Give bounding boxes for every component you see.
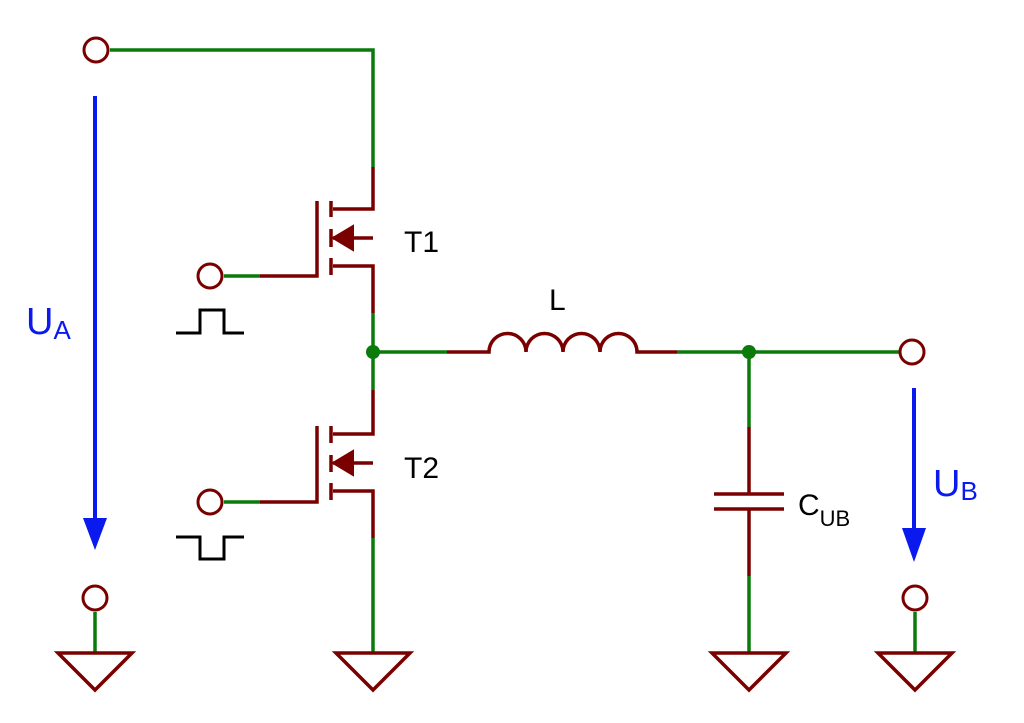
- label-ub: UB: [933, 463, 978, 506]
- voltage-arrow-ua: [83, 96, 107, 550]
- terminal-gate-t2: [196, 488, 224, 516]
- wire-input-top: [110, 48, 375, 167]
- label-inductor: L: [549, 284, 566, 317]
- inductor-l: [447, 331, 677, 354]
- capacitor-cub: [714, 427, 784, 576]
- label-ua-sub: A: [53, 315, 71, 345]
- junction-switch-node: [366, 345, 380, 359]
- ground-icon-ua: [53, 651, 137, 693]
- mosfet-t1: [260, 167, 375, 313]
- label-ub-sub: B: [960, 476, 977, 506]
- pulse-icon-t1: [176, 308, 244, 335]
- label-ua-main: U: [26, 301, 53, 343]
- label-t2: T2: [404, 452, 439, 485]
- label-ub-main: U: [933, 463, 960, 505]
- ground-icon-switch: [331, 651, 415, 693]
- label-capacitor-sub: UB: [820, 506, 851, 531]
- terminal-gate-t1: [196, 262, 224, 290]
- terminal-output-bottom: [901, 584, 929, 612]
- label-t1: T1: [404, 226, 439, 259]
- terminal-input-top: [82, 36, 110, 64]
- junction-output-node: [742, 345, 756, 359]
- terminal-input-bottom: [81, 584, 109, 612]
- terminal-output: [898, 338, 926, 366]
- label-ua: UA: [26, 301, 71, 345]
- pulse-icon-t2: [176, 535, 244, 561]
- t2-body-diode-arrow: [331, 449, 354, 477]
- ground-icon-ub: [873, 651, 957, 693]
- ground-icon-capacitor: [707, 651, 791, 693]
- mosfet-t2: [260, 390, 375, 538]
- t1-body-diode-arrow: [331, 224, 354, 252]
- wires: [93, 48, 917, 653]
- voltage-arrow-ub: [902, 388, 926, 562]
- label-capacitor: CUB: [798, 489, 850, 531]
- label-capacitor-main: C: [798, 489, 820, 522]
